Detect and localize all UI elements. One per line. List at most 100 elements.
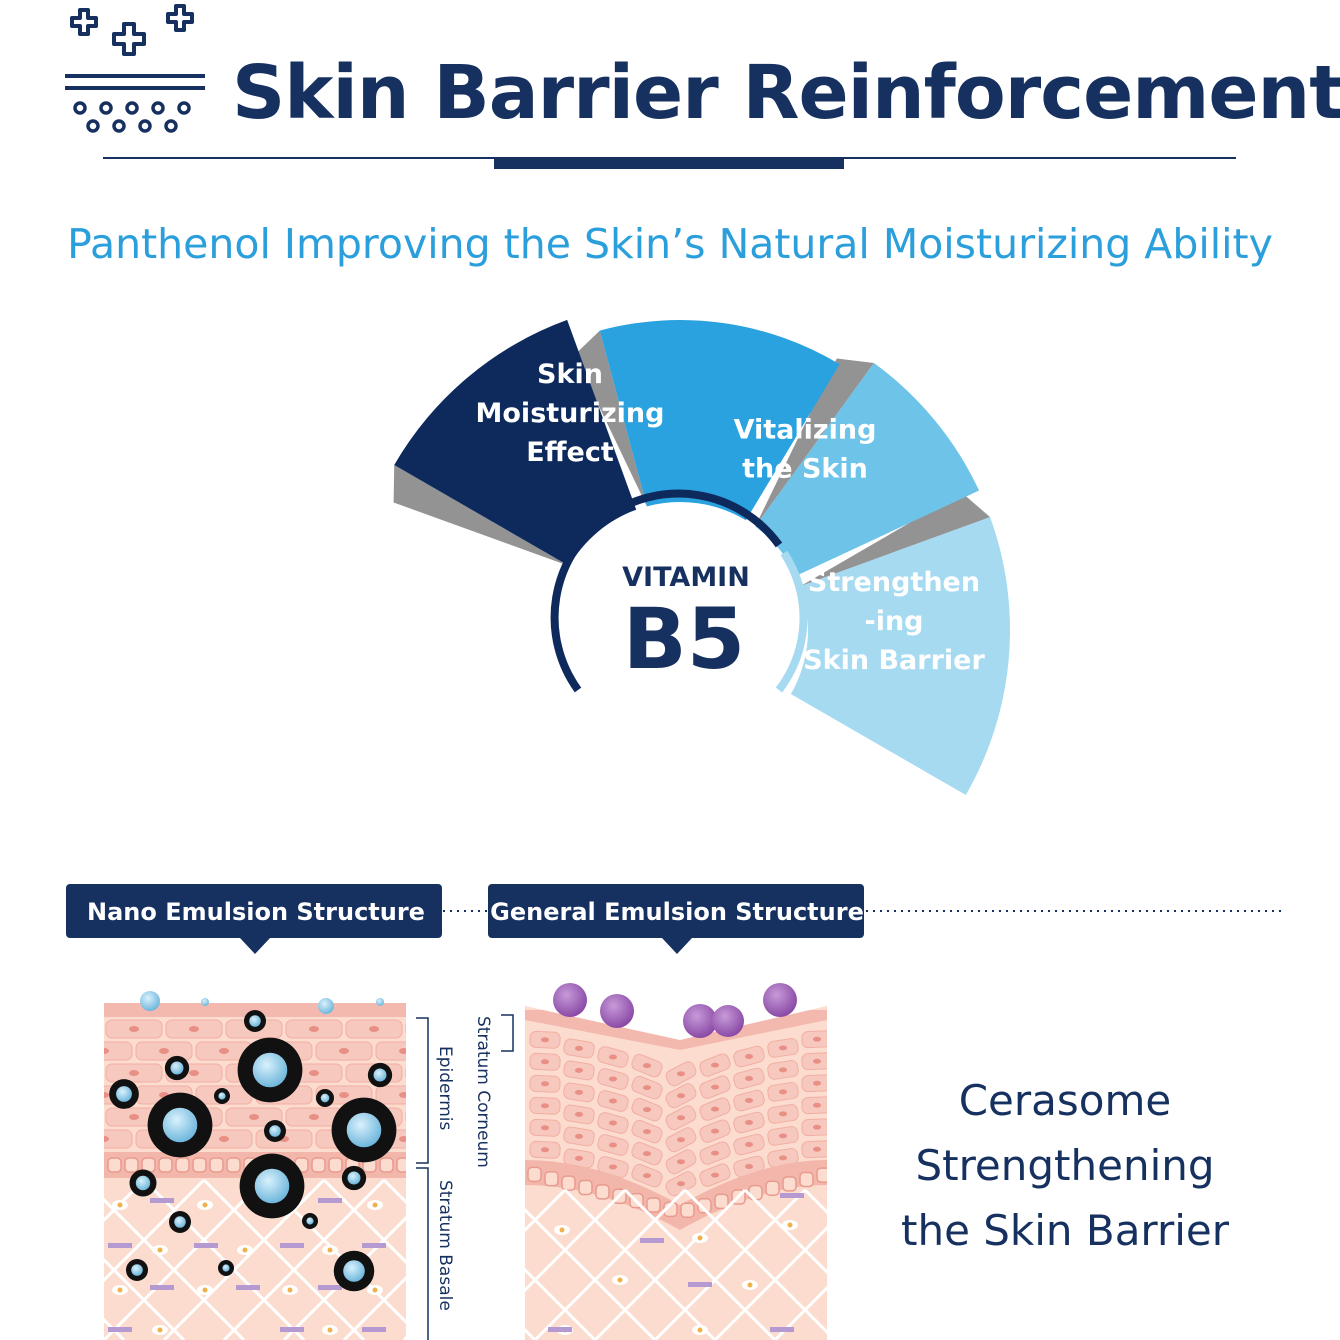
cell-nucleus <box>779 1067 787 1073</box>
tissue-nucleus <box>787 1222 793 1228</box>
tissue-nucleus <box>287 1287 293 1293</box>
nano-droplet-core <box>320 1093 330 1103</box>
cell-nucleus <box>745 1120 753 1126</box>
cell-nucleus <box>711 1106 719 1112</box>
cell-nucleus <box>575 1089 583 1095</box>
cerasome-particle <box>712 1005 744 1037</box>
cell-nucleus <box>779 1089 787 1095</box>
tissue-line <box>0 1180 84 1340</box>
tissue-line <box>382 1178 406 1205</box>
cell-nucleus <box>575 1133 583 1139</box>
general-emulsion-tag: General Emulsion Structure <box>488 884 864 954</box>
cell-nucleus <box>677 1137 685 1143</box>
cell-nucleus <box>643 1107 651 1113</box>
tissue-line <box>713 1225 827 1340</box>
basal-cell <box>765 1180 780 1197</box>
skin-cell <box>375 1085 406 1105</box>
segment-shadow <box>755 358 874 527</box>
basal-cell <box>782 1176 797 1192</box>
nano-droplet-core <box>222 1264 230 1272</box>
segment-shadow <box>574 330 647 507</box>
tissue-fiber <box>318 1285 342 1290</box>
tissue-line <box>533 1188 687 1340</box>
cell-nucleus <box>399 1092 406 1098</box>
tissue-fiber <box>150 1285 174 1290</box>
tissue-nucleus <box>372 1202 378 1208</box>
wheel-center-disc <box>575 525 785 735</box>
cell-nucleus <box>339 1048 349 1054</box>
cell-nucleus <box>609 1076 617 1082</box>
cell-nucleus <box>219 1048 229 1054</box>
stratum-basale-label: Stratum Basale <box>435 1180 455 1311</box>
cell-nucleus <box>575 1155 583 1161</box>
basal-cell <box>107 1157 122 1173</box>
tissue-line <box>0 1180 64 1340</box>
tissue-nucleus <box>372 1287 378 1293</box>
cell-nucleus <box>745 1142 753 1148</box>
segment-label: -ing <box>864 606 923 637</box>
surface-droplet <box>376 998 384 1006</box>
tissue-nucleus <box>697 1235 703 1241</box>
cell-nucleus <box>711 1172 719 1178</box>
basal-cell <box>816 1167 827 1183</box>
cell-nucleus <box>745 1098 753 1104</box>
cell-nucleus <box>575 1111 583 1117</box>
segment-label: Soothing <box>390 591 526 622</box>
segment-shadow <box>393 465 570 566</box>
cell-nucleus <box>711 1084 719 1090</box>
cell-nucleus <box>129 1070 139 1076</box>
segment-label: Effect <box>414 630 502 661</box>
cell-nucleus <box>643 1085 651 1091</box>
cerasome-line: Cerasome <box>958 1076 1172 1125</box>
segment-label: Skin <box>425 552 491 583</box>
tissue-fiber <box>236 1285 260 1290</box>
page-title: Skin Barrier Reinforcement <box>232 50 1340 136</box>
skin-cell <box>405 1023 406 1035</box>
basal-cell <box>595 1184 610 1200</box>
segment-label: Strengthen <box>808 567 980 598</box>
nano-droplet-core <box>170 1061 184 1075</box>
cell-nucleus <box>189 1026 199 1032</box>
segment-label: Skin <box>537 359 603 390</box>
tissue-fiber <box>688 1282 712 1287</box>
cell-nucleus <box>745 1164 753 1170</box>
nano-droplet-core <box>346 1112 382 1148</box>
cell-nucleus <box>219 1136 229 1142</box>
basal-cell <box>578 1179 593 1196</box>
cell-nucleus <box>541 1147 549 1153</box>
cell-nucleus <box>189 1070 199 1076</box>
surface-droplet <box>318 998 334 1014</box>
segment-label: Vitalizing <box>734 415 877 446</box>
tissue-line <box>563 1188 717 1340</box>
tissue-nucleus <box>747 1282 753 1288</box>
tissue-line <box>104 1197 246 1340</box>
segment-label: Skin Barrier <box>803 645 985 676</box>
basal-cell <box>544 1170 559 1187</box>
cell-nucleus <box>104 1048 109 1054</box>
tissue-nucleus <box>617 1277 623 1283</box>
segment-shadow <box>800 492 991 587</box>
nano-droplet-core <box>162 1107 198 1143</box>
tissue-fiber <box>362 1327 386 1332</box>
cell-nucleus <box>643 1173 651 1179</box>
cell-nucleus <box>104 1136 109 1142</box>
tissue-nucleus <box>202 1287 208 1293</box>
segment-label: the Skin <box>742 454 868 485</box>
cell-nucleus <box>677 1115 685 1121</box>
stratum-corneum-label: Stratum Corneum <box>473 1016 493 1168</box>
tissue-line <box>142 1178 306 1340</box>
segment-label: Moisturizing <box>476 398 665 429</box>
tissue-nucleus <box>327 1247 333 1253</box>
cell-nucleus <box>711 1128 719 1134</box>
wheel-segment <box>790 517 1010 795</box>
nano-droplet-core <box>174 1216 186 1228</box>
cell-nucleus <box>711 1062 719 1068</box>
tissue-line <box>593 1188 747 1340</box>
cell-nucleus <box>309 1070 319 1076</box>
basal-cell <box>192 1157 207 1173</box>
wheel-segment <box>394 319 637 566</box>
tissue-line <box>104 1178 266 1340</box>
tissue-fiber <box>280 1243 304 1248</box>
tissue-line <box>525 1188 567 1233</box>
